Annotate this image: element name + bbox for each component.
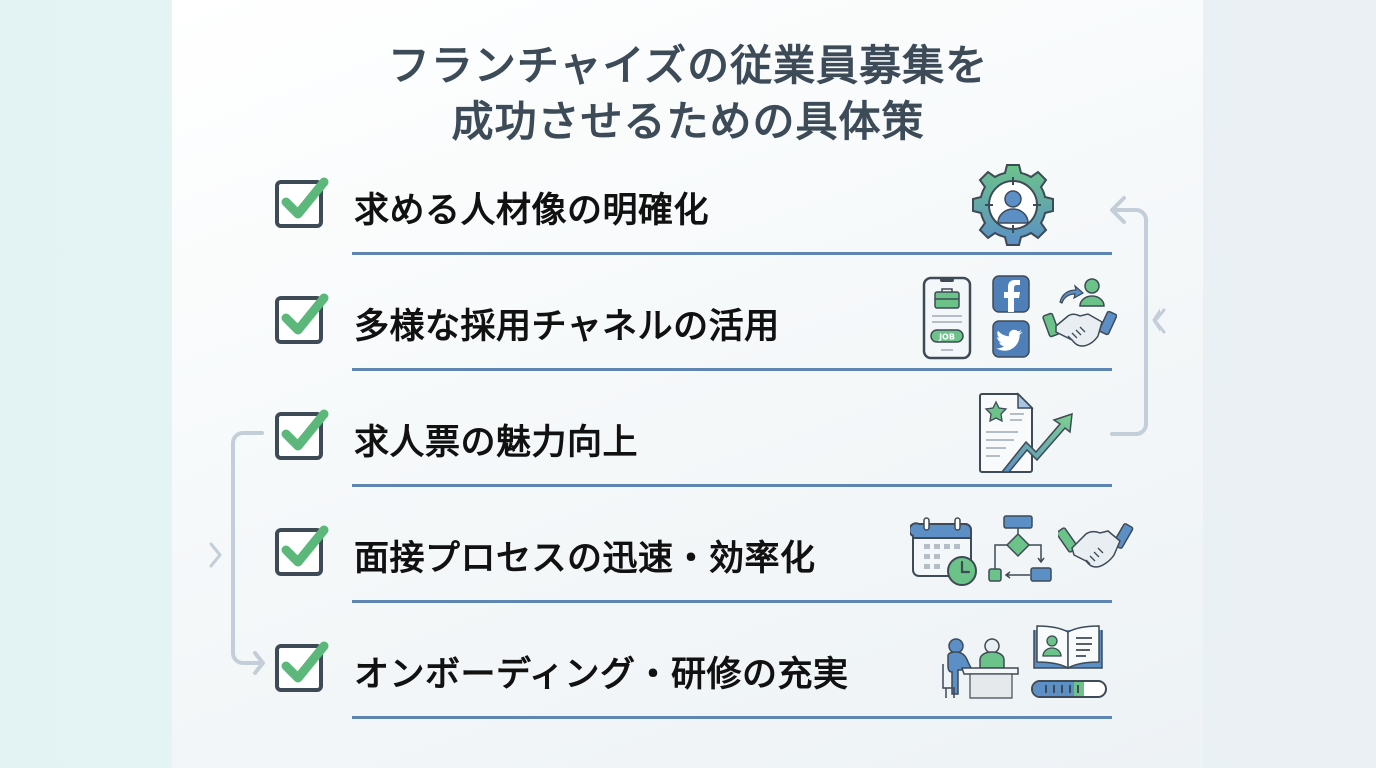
training-meeting-icon xyxy=(942,638,1019,699)
flow-chevron-left-icon xyxy=(1153,308,1166,334)
checkbox-checked-icon xyxy=(275,525,329,576)
flow-chevron-right-icon xyxy=(209,542,222,568)
item-label: 求人票の魅力向上 xyxy=(354,423,639,463)
facebook-icon xyxy=(992,275,1030,313)
item-label: 面接プロセスの迅速・効率化 xyxy=(354,539,816,579)
list-item: 求人票の魅力向上 xyxy=(0,392,1376,508)
svg-text:JOB: JOB xyxy=(938,333,955,342)
twitter-icon xyxy=(992,320,1030,358)
item-label: 求める人材像の明確化 xyxy=(354,191,710,231)
page-title: フランチャイズの従業員募集を 成功させるための具体策 xyxy=(0,38,1376,150)
item-label: 多様な採用チャネルの活用 xyxy=(354,307,780,347)
checkbox-checked-icon xyxy=(275,409,329,460)
separator xyxy=(352,252,1112,255)
handshake-icon xyxy=(1058,523,1134,568)
title-line-2: 成功させるための具体策 xyxy=(451,97,925,146)
checkbox-checked-icon xyxy=(275,641,329,692)
title-line-1: フランチャイズの従業員募集を xyxy=(387,41,989,90)
list-item: 求める人材像の明確化 xyxy=(0,160,1376,276)
flow-arrow-left-loop-icon xyxy=(231,431,265,675)
list-item: 面接プロセスの迅速・効率化 xyxy=(0,508,1376,624)
separator xyxy=(352,484,1112,487)
smartphone-job-app-icon: JOB xyxy=(922,276,972,360)
separator xyxy=(352,716,1112,719)
manual-book-icon xyxy=(1033,625,1103,670)
item-label: オンボーディング・研修の充実 xyxy=(354,655,849,695)
checkbox-checked-icon xyxy=(275,177,329,228)
flowchart-icon xyxy=(988,515,1052,582)
gear-target-person-icon xyxy=(972,164,1054,246)
content-panel xyxy=(172,0,1203,768)
progress-bar-icon xyxy=(1031,680,1107,698)
job-posting-growth-icon xyxy=(979,392,1073,473)
calendar-clock-icon xyxy=(910,517,977,586)
handshake-referral-icon xyxy=(1042,278,1117,347)
checkbox-checked-icon xyxy=(275,293,329,344)
separator xyxy=(352,600,1112,603)
list-item: 多様な採用チャネルの活用 JOB xyxy=(0,275,1376,392)
separator xyxy=(352,368,1112,371)
list-item: オンボーディング・研修の充実 xyxy=(0,624,1376,740)
